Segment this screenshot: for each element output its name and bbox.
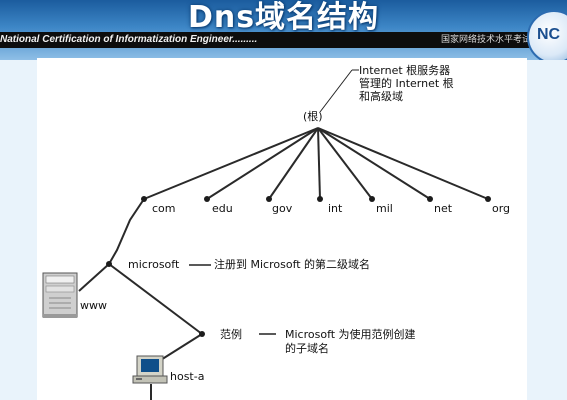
host-www-label: www <box>80 299 107 312</box>
edge-root-mil <box>317 127 373 200</box>
node-edu <box>204 196 210 202</box>
tld-label: com <box>152 202 176 215</box>
computer-icon <box>132 355 168 384</box>
edge-com-microsoft <box>108 198 145 265</box>
node-microsoft <box>106 261 112 267</box>
root-note-line-3: 和高级域 <box>359 90 403 103</box>
diagram-panel: (根) Internet 根服务器 管理的 Internet 根 和高级域 co… <box>37 58 527 400</box>
subdomain-note-line-1: Microsoft 为使用范例创建 <box>285 328 416 341</box>
root-note-pointer <box>319 69 353 113</box>
edge-root-org <box>317 127 489 200</box>
logo-text: NC <box>537 26 561 43</box>
certification-text: National Certification of Informatizatio… <box>0 34 258 45</box>
com-subtree-edges <box>78 198 203 400</box>
slide-header: Dns域名结构 National Certification of Inform… <box>0 0 567 60</box>
root-label: (根) <box>303 110 323 123</box>
node-com <box>141 196 147 202</box>
node-mil <box>369 196 375 202</box>
edge-microsoft-example <box>108 263 203 335</box>
subdomain-label: 范例 <box>220 328 242 341</box>
second-level-note: 注册到 Microsoft 的第二级域名 <box>214 258 371 271</box>
edge-root-com <box>143 127 319 200</box>
edge-microsoft-www <box>78 263 110 292</box>
node-gov <box>266 196 272 202</box>
exam-name-text: 国家网络技术水平考试 <box>440 35 531 45</box>
tld-label: org <box>492 202 511 215</box>
node-net <box>427 196 433 202</box>
subdomain-note-line-2: 的子域名 <box>285 342 329 355</box>
edge-root-edu <box>206 127 319 200</box>
node-example <box>199 331 205 337</box>
edge-root-net <box>317 127 431 200</box>
tld-label: int <box>328 202 343 215</box>
root-edges <box>143 127 489 200</box>
edge-example-hosta <box>155 333 203 364</box>
edge-root-gov <box>268 127 319 200</box>
node-org <box>485 196 491 202</box>
root-note-line-1: Internet 根服务器 <box>359 64 451 77</box>
tld-label: edu <box>212 202 233 215</box>
certification-band: National Certification of Informatizatio… <box>0 32 567 48</box>
tld-label: gov <box>272 202 293 215</box>
nc-logo: NC <box>527 10 567 60</box>
node-int <box>317 196 323 202</box>
dns-tree-diagram <box>42 69 491 400</box>
root-note-line-2: 管理的 Internet 根 <box>359 77 454 90</box>
second-level-label: microsoft <box>128 258 180 271</box>
server-icon <box>42 272 78 318</box>
slide-title: Dns域名结构 <box>187 0 380 35</box>
tld-label: net <box>434 202 453 215</box>
tld-label: mil <box>376 202 393 215</box>
host-a-label: host-a <box>170 370 205 383</box>
tree-nodes <box>106 196 491 337</box>
edge-root-int <box>317 127 321 200</box>
